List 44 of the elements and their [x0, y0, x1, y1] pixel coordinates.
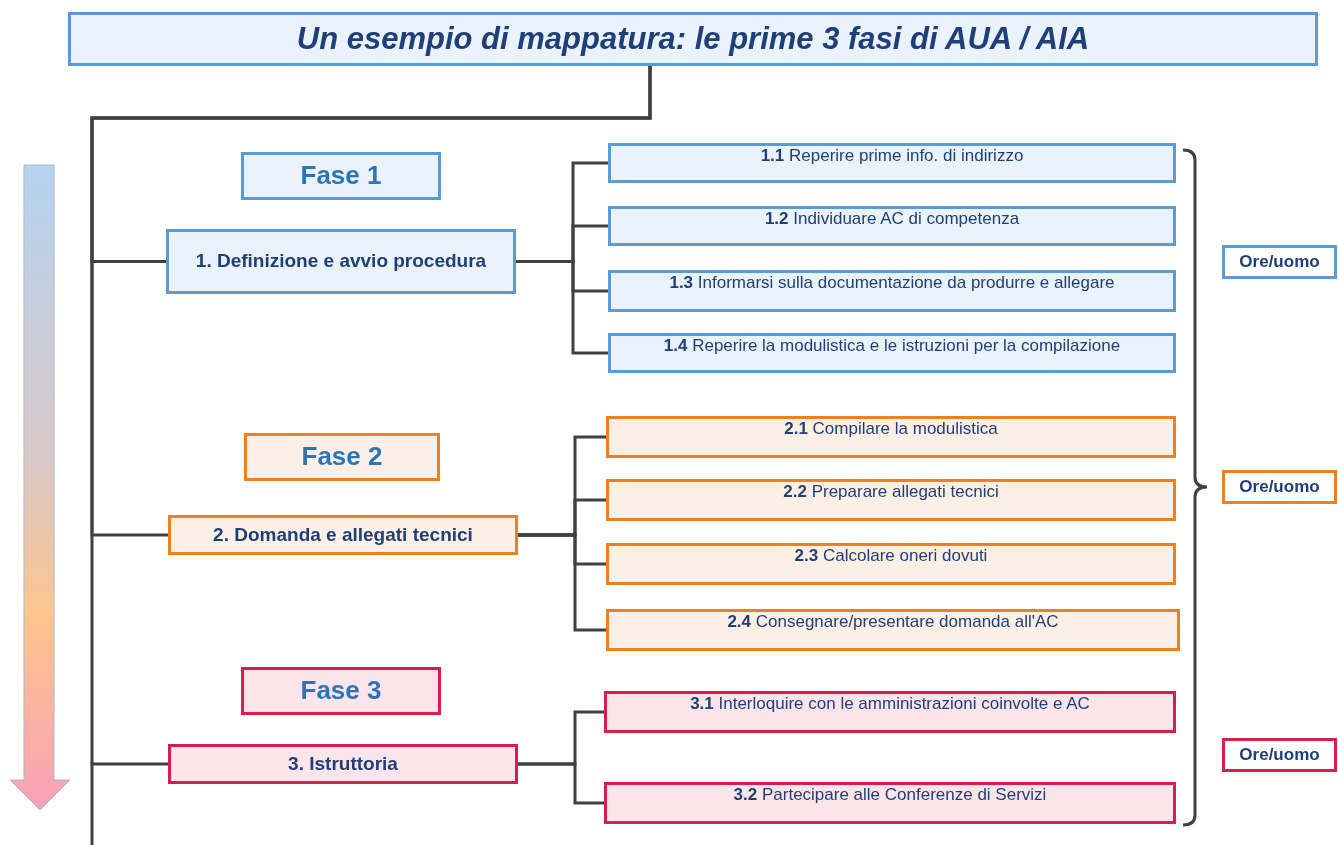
task-box — [608, 143, 1176, 183]
task-label: 2.4 Consegnare/presentare domanda all'AC — [727, 612, 1059, 633]
hours-label: Ore/uomo — [1239, 251, 1320, 273]
task-box — [608, 270, 1176, 312]
phase-box — [244, 433, 440, 481]
title-box — [68, 12, 1318, 66]
task-label: 2.3 Calcolare oneri dovuti — [794, 546, 988, 567]
task-label: 1.2 Individuare AC di competenza — [764, 209, 1020, 230]
connector-line — [90, 66, 652, 766]
phase-label: Fase 3 — [300, 675, 382, 707]
hours-label: Ore/uomo — [1239, 744, 1320, 766]
task-label: 2.2 Preparare allegati tecnici — [783, 482, 999, 503]
phase-box — [241, 667, 441, 715]
hours-box — [1222, 245, 1337, 279]
connector-line — [518, 762, 604, 805]
task-label: 3.1 Interloquire con le amministrazioni coinvolte e AC — [690, 694, 1090, 715]
task-box — [606, 543, 1176, 585]
task-box — [608, 333, 1176, 373]
task-box — [606, 416, 1176, 458]
title-text: Un esempio di mappatura: le prime 3 fasi di AUA / AIA — [296, 20, 1090, 58]
process-label: 1. Definizione e avvio procedura — [195, 250, 487, 273]
task-label: 2.1 Compilare la modulistica — [784, 419, 998, 440]
phase-box — [241, 152, 441, 200]
task-box — [608, 206, 1176, 246]
connector-line — [516, 260, 608, 355]
task-box — [604, 782, 1176, 824]
process-box — [168, 515, 518, 555]
hours-box — [1222, 470, 1337, 504]
hours-label: Ore/uomo — [1239, 476, 1320, 498]
phase-label: Fase 2 — [301, 441, 383, 473]
task-box — [606, 479, 1176, 521]
task-label: 1.1 Reperire prime info. di indirizzo — [760, 146, 1024, 167]
hours-box — [1222, 738, 1337, 772]
phase-label: Fase 1 — [300, 160, 382, 192]
process-box — [168, 744, 518, 784]
task-label: 1.4 Reperire la modulistica e le istruzioni per la compilazione — [663, 336, 1121, 357]
task-label: 1.3 Informarsi sulla documentazione da produrre e allegare — [669, 273, 1115, 294]
process-box — [166, 229, 516, 294]
process-label: 3. Istruttoria — [288, 752, 398, 776]
task-box — [606, 609, 1180, 651]
task-label: 3.2 Partecipare alle Conferenze di Servizi — [733, 785, 1047, 806]
task-box — [604, 691, 1176, 733]
process-label: 2. Domanda e allegati tecnici — [213, 523, 473, 547]
connector-line — [518, 533, 606, 632]
